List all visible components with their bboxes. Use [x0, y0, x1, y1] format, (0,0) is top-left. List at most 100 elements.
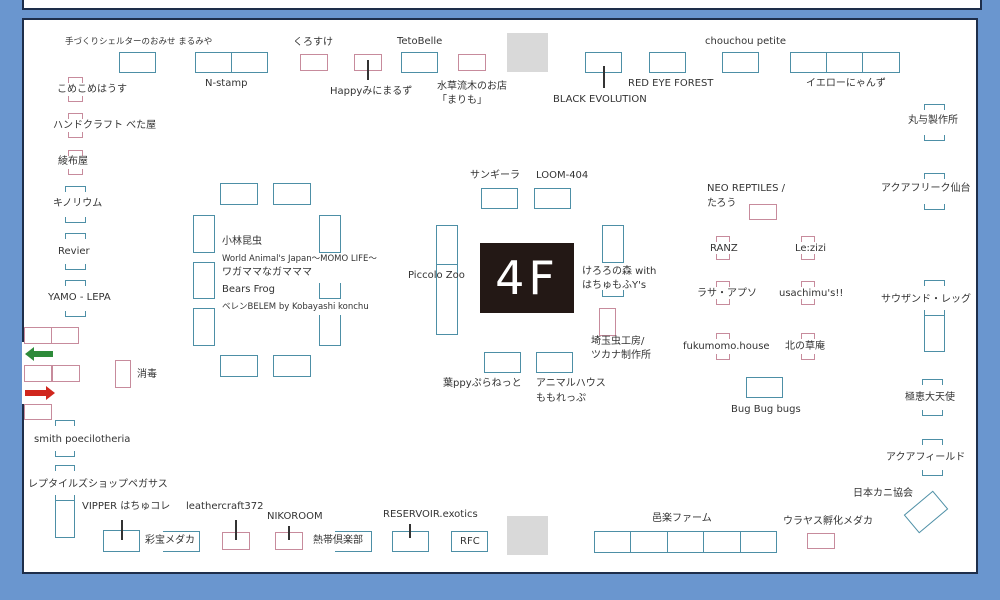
booth-oraku[interactable]	[667, 531, 704, 553]
booth-smith[interactable]	[55, 420, 75, 457]
booth-marumiya[interactable]	[119, 52, 156, 73]
entry-arrow-icon	[25, 386, 55, 400]
booth-pink[interactable]	[24, 327, 52, 344]
booth-animal-house[interactable]	[536, 352, 573, 373]
booth-bugbug[interactable]	[746, 377, 783, 398]
label-vipper: VIPPER はちゅコレ	[82, 501, 171, 512]
booth-happy-planet[interactable]	[484, 352, 521, 373]
booth-center[interactable]	[319, 215, 341, 253]
label-sangira: サンギーラ	[470, 170, 520, 181]
booth-kita[interactable]	[801, 333, 815, 360]
booth-yellow[interactable]	[790, 52, 827, 73]
booth-center[interactable]	[220, 183, 258, 205]
label-left: ハンドクラフト べた屋	[53, 120, 157, 131]
leader-line	[409, 524, 411, 538]
booth-pink[interactable]	[24, 365, 52, 382]
booth-thousand-leg[interactable]	[924, 315, 945, 352]
booth-urayasu[interactable]	[807, 533, 835, 549]
label-center: ベレンBELEM by Kobayashi konchu	[222, 302, 369, 312]
booth-oraku[interactable]	[703, 531, 741, 553]
booth-vipper-side[interactable]	[55, 500, 75, 538]
booth-gokue[interactable]	[922, 379, 943, 416]
label-right: 日本カニ協会	[853, 488, 913, 499]
booth-center[interactable]	[220, 355, 258, 377]
booth-kurosuke[interactable]	[300, 54, 328, 71]
booth-chouchou[interactable]	[722, 52, 759, 73]
booth-usachimu[interactable]	[801, 281, 815, 305]
label-tetobelle: TetoBelle	[397, 36, 443, 47]
label-right: 丸与製作所	[908, 115, 958, 126]
label-happy: Happyみにまるず	[330, 86, 413, 97]
label-right: アクアフィールド	[886, 452, 966, 463]
booth-komekome[interactable]	[68, 77, 83, 102]
booth-oraku[interactable]	[630, 531, 668, 553]
label-left: 綾布屋	[58, 156, 88, 167]
booth-piccolo[interactable]	[436, 225, 458, 265]
label-lezizi: Le:zizi	[795, 243, 826, 254]
booth-center[interactable]	[193, 308, 215, 346]
booth-nettai[interactable]	[335, 531, 372, 552]
label-rfc: RFC	[460, 536, 480, 547]
booth-revier[interactable]	[65, 233, 86, 270]
booth-fukumomo[interactable]	[716, 333, 730, 360]
label-red-eye: RED EYE FOREST	[628, 78, 714, 89]
booth-pink[interactable]	[51, 327, 79, 344]
booth-yellow[interactable]	[862, 52, 900, 73]
booth-saiho[interactable]	[163, 531, 200, 552]
booth-center[interactable]	[273, 183, 311, 205]
label-usachimu: usachimu's!!	[779, 288, 844, 299]
booth-yamo[interactable]	[65, 280, 86, 317]
booth-red-eye[interactable]	[649, 52, 686, 73]
booth-pink[interactable]	[52, 365, 80, 382]
booth-loom[interactable]	[534, 188, 571, 209]
label-fukumomo: fukumomo.house	[683, 341, 770, 352]
upper-panel-edge	[22, 0, 982, 10]
label-leather: leathercraft372	[186, 501, 264, 512]
booth-ayanunoya[interactable]	[68, 150, 83, 175]
booth-oraku[interactable]	[740, 531, 777, 553]
booth-center[interactable]	[319, 315, 341, 346]
booth-keroro[interactable]	[602, 225, 624, 263]
label-keroro: けろろの森 with	[582, 266, 657, 277]
label-happy-planet: 葉ppyぷらねっと	[443, 378, 522, 389]
label-neo: NEO REPTILES /	[707, 183, 785, 194]
booth-sangira[interactable]	[481, 188, 518, 209]
booth-keroro[interactable]	[602, 290, 624, 297]
label-animal-house-2: ももれっぷ	[536, 393, 586, 404]
booth-saitama[interactable]	[599, 308, 616, 336]
booth-lhasa[interactable]	[716, 281, 730, 305]
booth-pink[interactable]	[24, 404, 52, 420]
label-ranz: RANZ	[710, 243, 738, 254]
booth-neo[interactable]	[749, 204, 777, 220]
booth-lezizi[interactable]	[801, 236, 815, 260]
booth-ranz[interactable]	[716, 236, 730, 260]
label-saitama: 埼玉虫工房/	[591, 336, 645, 347]
booth-center[interactable]	[193, 262, 215, 299]
pillar	[507, 33, 548, 72]
booth-beta[interactable]	[68, 113, 83, 138]
booth-center[interactable]	[273, 355, 311, 377]
booth-marimo[interactable]	[458, 54, 486, 71]
booth-nstamp[interactable]	[195, 52, 232, 73]
booth-yellow[interactable]	[826, 52, 863, 73]
booth-oraku[interactable]	[594, 531, 631, 553]
booth-aquafield[interactable]	[922, 439, 943, 476]
booth-piccolo[interactable]	[436, 264, 458, 335]
booth-aquafreak[interactable]	[924, 173, 945, 210]
booth-tetobelle[interactable]	[401, 52, 438, 73]
label-nettai: 熱帯倶楽部	[313, 535, 363, 546]
booth-center[interactable]	[193, 215, 215, 253]
label-smith: smith poecilotheria	[34, 434, 131, 445]
booth-kinorium[interactable]	[65, 186, 86, 223]
label-right: アクアフリーク仙台	[881, 183, 971, 194]
booth-maruyo[interactable]	[924, 104, 945, 141]
label-center: World Animal's Japan～MOMO LIFE～	[222, 254, 377, 264]
pillar	[507, 516, 548, 555]
booth-rfc[interactable]	[451, 531, 488, 552]
booth-nstamp[interactable]	[231, 52, 268, 73]
label-marimo-2: 「まりも」	[437, 95, 487, 106]
booth-center[interactable]	[319, 283, 341, 299]
leader-line	[121, 520, 123, 540]
leader-line	[235, 520, 237, 540]
